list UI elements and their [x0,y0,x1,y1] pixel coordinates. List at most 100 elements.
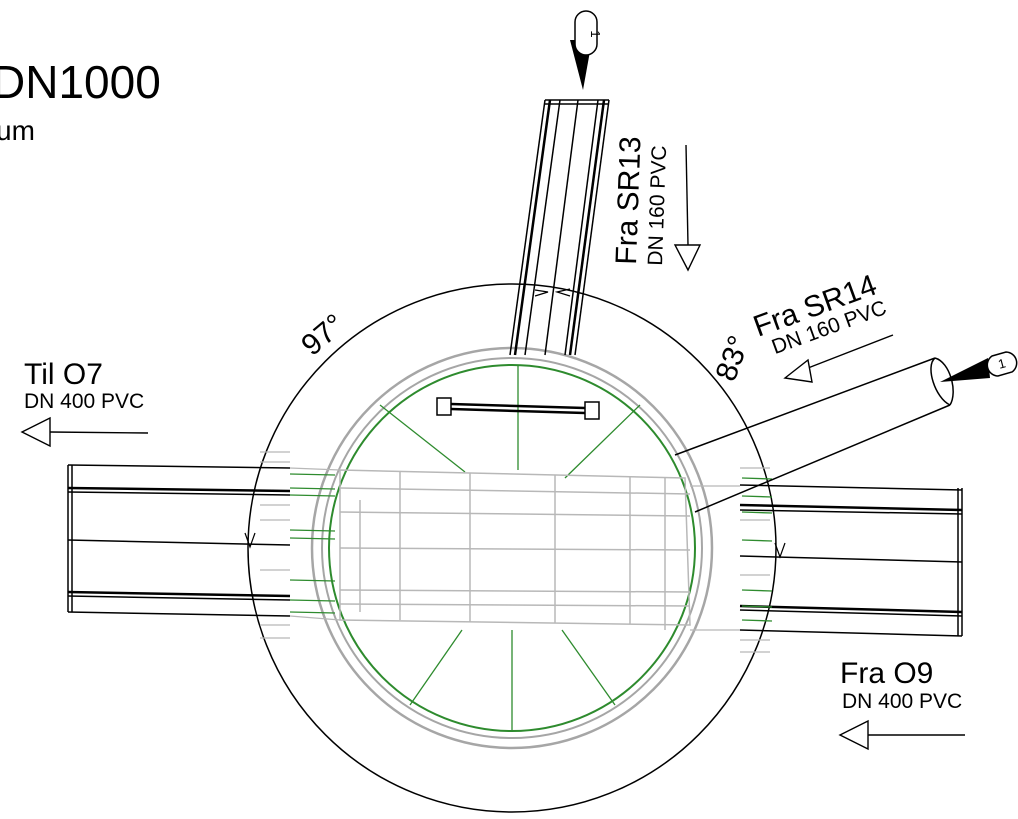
flow-arrow-o9 [838,719,965,751]
flow-arrow-sr13 [673,144,702,272]
callout-right-bubble [986,351,1018,377]
radial-reinforcement [379,365,641,732]
angle-left-label: 97° [295,308,351,362]
pipe-diagonal-sr14 [674,357,954,513]
callout-top-number: 1 [588,30,603,37]
callout-right-number: 1 [996,355,1007,371]
grid-line [339,511,691,517]
tick [741,495,773,498]
callout-top-bubble [574,10,598,56]
angle-right-label: 83° [710,331,757,385]
flow-arrow-o7 [20,416,149,448]
pipe-centerline [739,555,963,563]
pipe-edge [67,595,291,601]
outer-dimension-ring [247,283,777,813]
tick [289,611,336,614]
dim-arrow-left [244,532,256,549]
pipe-edge [739,629,963,637]
pipe-left-o7 [67,464,291,617]
dimension-arrows [244,288,786,559]
tick [741,605,773,608]
pipe-centerline [544,99,579,356]
pipe-edge [67,464,291,469]
label-fra-sr13-spec: DN 160 PVC [644,145,671,266]
pipe-left-green-ticks [289,473,336,614]
label-til-o7: Til O7 DN 400 PVC [24,358,144,413]
pipe-edge [739,484,963,491]
pipe-right-o9 [739,484,963,637]
radial-line [379,404,466,473]
arrow-head [838,719,869,751]
tick [289,529,336,532]
dim-arrow-right [774,542,786,559]
tick [289,599,336,602]
pipe-left-extension [260,451,341,639]
pipe-end-arc [930,357,951,406]
tick [741,619,773,622]
pipe-edge [674,357,936,456]
dim-arrow-top-left [534,289,549,297]
pipe-edge [694,404,951,513]
ladder-rail [450,402,586,410]
pipe-edge [524,99,561,356]
dim-arrow-top-right [554,288,571,297]
pipe-edge [67,486,291,493]
pipe-edge [574,99,610,356]
pipe-edge [67,491,291,496]
title-sub: um [0,115,35,146]
pipe-edge [739,604,963,614]
grid-line [339,547,691,551]
grid-line [339,589,691,593]
arrow-shaft [49,431,149,434]
pipe-edge [564,99,599,356]
arrow-shaft [807,334,894,369]
callout-top: 1 [570,10,603,90]
tick [741,477,773,480]
radial-line [561,629,616,706]
pipe-edge [739,509,963,515]
pipe-edge [568,99,606,356]
title-main: DN1000 [0,56,161,108]
tick [741,589,773,592]
ladder-rail [450,407,586,415]
tick [289,487,336,490]
bench-outline [339,469,691,626]
bench-grid [339,469,691,630]
ladder-bracket [584,401,600,420]
label-til-o7-name: Til O7 [24,358,103,391]
pipe-edge [513,99,552,356]
label-fra-o9: Fra O9 DN 400 PVC [840,657,962,713]
pipe-edge [509,99,546,356]
pipe-edge [67,611,291,617]
tick [741,511,773,514]
arrow-head [673,244,702,272]
pipe-right-green-ticks [741,477,773,622]
ladder-bracket [436,397,452,416]
pipe-edge [739,609,963,617]
callout-right-pointer [940,358,990,382]
grid-line [339,603,691,607]
arrow-head [20,416,51,448]
pipe-right-extension [690,467,770,653]
flow-arrow-sr14 [783,334,894,383]
grid-line [339,487,691,495]
manhole-rings [247,283,777,813]
pipe-edge [739,503,963,512]
radial-line [564,404,641,479]
callout-right: 1 [940,351,1018,382]
arrow-shaft [685,144,689,246]
pipe-edge-gray [289,467,341,471]
label-fra-sr13-name: Fra SR13 [610,136,647,265]
ladder [436,397,600,420]
tick [289,473,336,476]
label-fra-sr13: Fra SR13 DN 160 PVC [610,136,671,266]
label-fra-o9-spec: DN 400 PVC [842,690,962,713]
arrow-head [783,358,813,383]
pipe-edge [67,590,291,598]
label-til-o7-spec: DN 400 PVC [24,390,144,413]
label-fra-sr14: Fra SR14 DN 160 PVC [749,269,889,359]
outer-wall-ring [310,346,714,750]
label-fra-o9-name: Fra O9 [840,657,933,690]
